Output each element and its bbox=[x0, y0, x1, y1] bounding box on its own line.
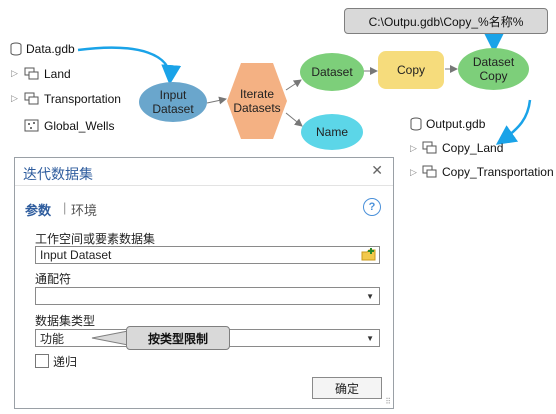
tree-label: Output.gdb bbox=[426, 117, 486, 131]
node-label: Input Dataset bbox=[152, 88, 194, 116]
tree-item-output-gdb[interactable]: Output.gdb bbox=[410, 115, 485, 133]
tree-item-transportation[interactable]: Transportation bbox=[24, 90, 121, 108]
chevron-down-icon: ▼ bbox=[366, 292, 374, 301]
point-feature-class-icon bbox=[24, 119, 39, 132]
wildcard-select[interactable]: ▼ bbox=[35, 287, 380, 305]
tree-item-data-gdb[interactable]: Data.gdb bbox=[10, 40, 75, 58]
divider bbox=[15, 185, 393, 186]
dataset-node[interactable]: Dataset bbox=[300, 53, 364, 91]
tab-divider: | bbox=[63, 200, 67, 215]
workspace-value: Input Dataset bbox=[40, 248, 112, 262]
dialog-title: 迭代数据集 bbox=[23, 166, 93, 182]
recursive-checkbox[interactable] bbox=[35, 354, 49, 368]
expand-chevron-icon[interactable]: ▷ bbox=[11, 68, 18, 78]
feature-dataset-icon bbox=[24, 67, 39, 80]
workspace-label: 工作空间或要素数据集 bbox=[35, 232, 156, 246]
iterate-datasets-node[interactable] bbox=[226, 62, 288, 140]
node-label: Dataset bbox=[311, 65, 353, 79]
browse-folder-icon[interactable] bbox=[361, 247, 377, 263]
node-label: Iterate Datasets bbox=[233, 87, 281, 115]
tree-item-copy-transportation[interactable]: Copy_Transportation bbox=[422, 163, 554, 181]
tab-parameters[interactable]: 参数 bbox=[25, 203, 52, 218]
expand-chevron-icon[interactable]: ▷ bbox=[11, 93, 18, 103]
chevron-down-icon: ▼ bbox=[366, 334, 374, 343]
ok-button[interactable]: 确定 bbox=[312, 377, 382, 399]
iterate-datasets-dialog: 迭代数据集 ✕ 参数 | 环境 ? 工作空间或要素数据集 Input Datas… bbox=[14, 157, 394, 409]
dataset-type-value: 功能 bbox=[40, 331, 65, 346]
tree-label: Copy_Transportation bbox=[442, 165, 554, 179]
callout-text: C:\Outpu.gdb\Copy_%名称% bbox=[368, 14, 524, 29]
geodatabase-icon bbox=[10, 42, 22, 56]
tree-label: Global_Wells bbox=[44, 119, 115, 133]
input-dataset-node[interactable]: Input Dataset bbox=[139, 82, 207, 122]
resize-grip-icon[interactable]: ⠿ bbox=[385, 397, 391, 406]
node-label: Name bbox=[315, 125, 348, 139]
close-icon[interactable]: ✕ bbox=[371, 162, 383, 178]
ok-label: 确定 bbox=[334, 381, 359, 396]
feature-dataset-icon bbox=[422, 165, 437, 178]
expand-chevron-icon[interactable]: ▷ bbox=[410, 143, 417, 153]
feature-dataset-icon bbox=[24, 92, 39, 105]
feature-dataset-icon bbox=[422, 141, 437, 154]
tree-item-copy-land[interactable]: Copy_Land bbox=[422, 139, 503, 157]
workspace-select[interactable]: Input Dataset ▼ bbox=[35, 246, 380, 264]
callout-pointer bbox=[91, 330, 129, 346]
output-path-callout: C:\Outpu.gdb\Copy_%名称% bbox=[344, 8, 548, 34]
iterate-datasets-label-box: Iterate Datasets bbox=[226, 62, 288, 140]
tab-environments[interactable]: 环境 bbox=[71, 203, 98, 218]
tree-label: Data.gdb bbox=[26, 42, 75, 56]
tree-label: Copy_Land bbox=[442, 141, 504, 155]
expand-chevron-icon[interactable]: ▷ bbox=[410, 167, 417, 177]
tree-item-global-wells[interactable]: Global_Wells bbox=[24, 117, 114, 135]
tree-label: Land bbox=[44, 67, 71, 81]
type-limit-callout: 按类型限制 bbox=[126, 326, 230, 350]
node-label: Copy bbox=[396, 63, 425, 77]
callout-text: 按类型限制 bbox=[147, 331, 208, 346]
help-icon[interactable]: ? bbox=[363, 198, 381, 216]
tree-item-land[interactable]: Land bbox=[24, 65, 71, 83]
recursive-label: 递归 bbox=[53, 355, 78, 369]
dataset-copy-node[interactable]: Dataset Copy bbox=[458, 48, 529, 90]
name-node[interactable]: Name bbox=[301, 114, 363, 150]
tree-label: Transportation bbox=[44, 92, 121, 106]
dataset-type-label: 数据集类型 bbox=[35, 314, 96, 328]
node-label: Dataset Copy bbox=[472, 55, 515, 83]
geodatabase-icon bbox=[410, 117, 422, 131]
copy-tool-node[interactable]: Copy bbox=[378, 51, 444, 89]
wildcard-label: 通配符 bbox=[35, 272, 72, 286]
